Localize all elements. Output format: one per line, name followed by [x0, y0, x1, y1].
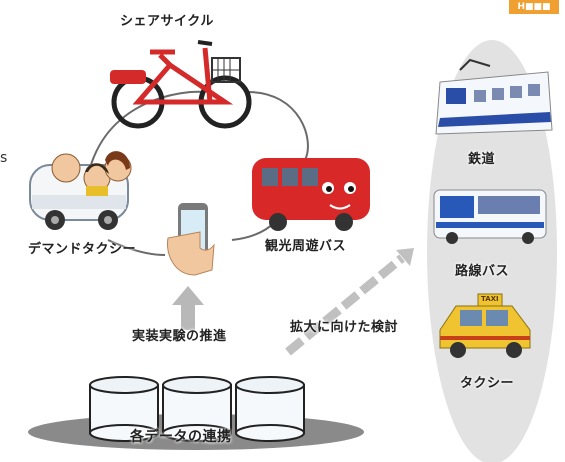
connection-arc-right [247, 91, 309, 161]
taxi-label: タクシー [460, 376, 515, 391]
route-bus-label: 路線バス [455, 264, 510, 279]
bicycle-icon [110, 40, 252, 129]
smartphone-hand-icon [166, 203, 215, 276]
database-cylinder-1 [89, 376, 159, 442]
taxi-icon [439, 293, 531, 358]
database-cylinder-3 [235, 376, 305, 442]
stray-letter: s [0, 150, 8, 166]
expansion-review-label: 拡大に向けた検討 [290, 320, 399, 335]
demo-promotion-label: 実装実験の推進 [132, 329, 227, 344]
connection-line-left [107, 239, 166, 256]
sightseeing-bus-label: 観光周遊バス [265, 239, 347, 254]
railway-label: 鉄道 [468, 152, 496, 167]
expansion-arrow [285, 248, 414, 356]
demand-taxi-car-icon [29, 151, 132, 230]
database-cylinder-2 [162, 376, 232, 442]
upward-arrow [172, 286, 204, 330]
route-bus-icon [433, 189, 547, 244]
train-icon [435, 58, 553, 135]
taxi-sign-text: TAXI [481, 295, 499, 303]
data-linkage-label: 各データの連携 [130, 429, 232, 445]
share-cycle-label: シェアサイクル [120, 14, 214, 29]
corner-tag: H■■■ [509, 0, 559, 14]
demand-taxi-label: デマンドタクシー [28, 242, 137, 257]
sightseeing-bus-icon [252, 158, 370, 231]
